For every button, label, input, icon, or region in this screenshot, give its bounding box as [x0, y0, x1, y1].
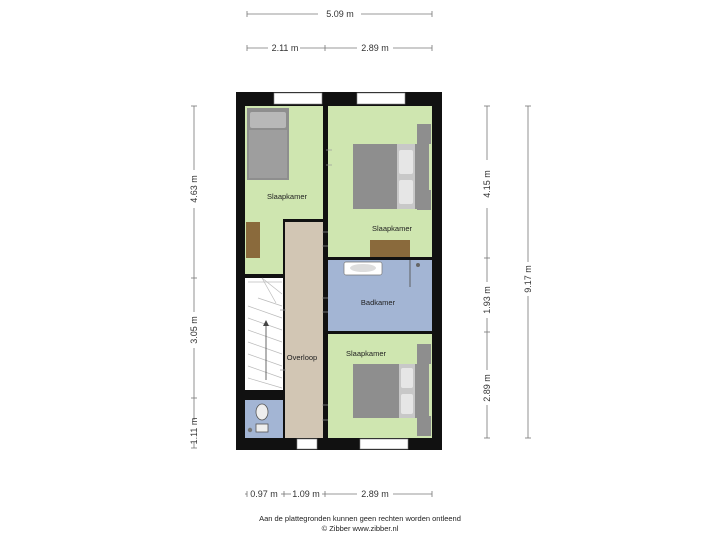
dimension-right-top: 4.15 m	[482, 170, 492, 198]
staircase	[247, 277, 283, 389]
interior-walls	[245, 106, 432, 438]
toilet	[247, 403, 269, 433]
desk-top-right	[370, 240, 410, 257]
room-label-bedroom-bottom-right: Slaapkamer	[346, 349, 387, 358]
dimension-left-top: 4.63 m	[189, 175, 199, 203]
dimension-top-right: 2.89 m	[361, 43, 389, 53]
dimension-lines	[191, 11, 531, 497]
single-bed	[247, 108, 289, 180]
room-label-bedroom-top-left: Slaapkamer	[267, 192, 308, 201]
desk-top-left	[246, 222, 260, 258]
dimension-bottom-right: 2.89 m	[361, 489, 389, 499]
dimension-right-middle: 1.93 m	[482, 286, 492, 314]
dimension-bottom-left: 0.97 m	[250, 489, 278, 499]
door-marks	[280, 149, 332, 421]
double-bed-bottom-right	[353, 344, 431, 436]
dimension-top-left: 2.11 m	[272, 43, 299, 53]
dimension-right-bottom: 2.89 m	[482, 374, 492, 402]
room-label-bathroom: Badkamer	[361, 298, 396, 307]
bathroom-fixtures	[343, 260, 420, 287]
footer-copyright: © Zibber www.zibber.nl	[321, 524, 399, 533]
dimension-left-middle: 3.05 m	[189, 316, 199, 344]
dimension-top-total: 5.09 m	[326, 9, 354, 19]
stair-area	[245, 278, 283, 390]
dimension-bottom-middle: 1.09 m	[292, 489, 320, 499]
room-label-landing: Overloop	[287, 353, 317, 362]
footer-disclaimer: Aan de plattegronden kunnen geen rechten…	[259, 514, 461, 523]
windows	[273, 92, 409, 450]
dimension-left-bottom: 1.11 m	[189, 418, 199, 445]
room-label-bedroom-top-right: Slaapkamer	[372, 224, 413, 233]
landing-floor	[285, 222, 323, 438]
double-bed-top-right	[353, 124, 431, 210]
dimension-right-total: 9.17 m	[523, 265, 533, 293]
